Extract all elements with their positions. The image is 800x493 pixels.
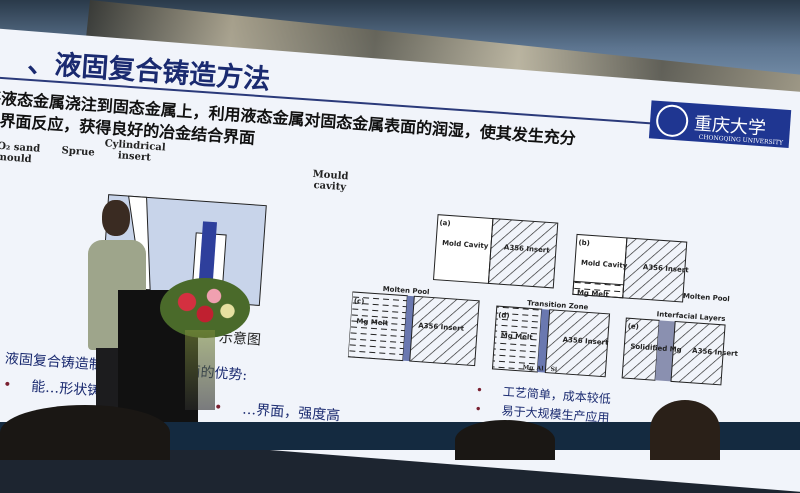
label-cylindrical-insert: Cylindrical insert — [104, 138, 166, 164]
label-sprue: Sprue — [61, 145, 96, 159]
panel-c — [347, 291, 480, 367]
panel-tag: (b) — [578, 238, 591, 248]
panel-note: Mg — [522, 363, 534, 372]
panel-tag: (c) — [353, 297, 365, 306]
panel-note: Al — [536, 364, 544, 373]
label-sand-mould: CO₂ sand mould — [0, 140, 41, 166]
flower-vines — [185, 330, 215, 410]
audience-head — [0, 405, 170, 460]
panel-a — [432, 214, 559, 289]
label-mould-cavity: Mould cavity — [312, 168, 349, 194]
seal-icon — [655, 103, 690, 138]
panel-bottom-label: Mg Melt — [576, 288, 610, 299]
panel-d — [491, 305, 611, 378]
flower-arrangement — [160, 278, 250, 338]
audience-head — [455, 420, 555, 460]
panel-left-label: Mg Melt — [356, 317, 389, 328]
panel-tag: (a) — [439, 218, 451, 228]
logo-subtext: CHONGQING UNIVERSITY — [698, 133, 784, 147]
interface-process-diagram — [347, 214, 726, 386]
panel-note: Si — [550, 365, 558, 374]
panel-e — [621, 317, 726, 386]
audience-head — [650, 400, 720, 460]
panel-tag: (e) — [627, 322, 640, 331]
panel-b — [572, 233, 688, 303]
panel-left-label: Mg Melt — [500, 331, 533, 342]
panel-tag: (d) — [497, 311, 510, 320]
